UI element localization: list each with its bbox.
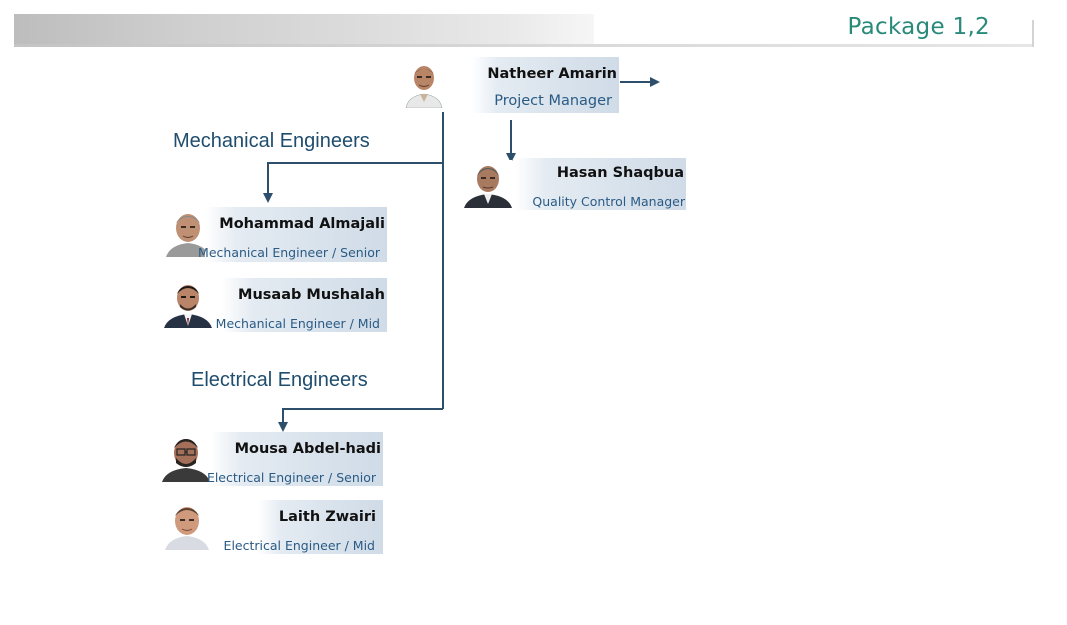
elec-branch-arrow — [278, 408, 443, 432]
avatar-quality-control — [464, 160, 512, 212]
person-name: Mohammad Almajali — [219, 216, 385, 232]
person-role: Mechanical Engineer / Senior — [198, 245, 380, 260]
person-role: Electrical Engineer / Senior — [206, 470, 376, 485]
person-photo-icon — [400, 60, 448, 109]
card-project-manager: Natheer Amarin Project Manager — [472, 57, 619, 113]
person-name: Mousa Abdel-hadi — [234, 441, 381, 457]
person-name: Laith Zwairi — [278, 509, 376, 525]
section-title-mechanical: Mechanical Engineers — [173, 130, 370, 152]
person-photo-icon — [164, 280, 212, 328]
card-elec-senior: Mousa Abdel-hadi Electrical Engineer / S… — [206, 432, 383, 486]
card-quality-control: Hasan Shaqbua Quality Control Manager — [515, 158, 686, 210]
header-bar — [14, 14, 594, 44]
avatar-mech-mid — [164, 280, 212, 332]
person-name: Hasan Shaqbua — [556, 165, 684, 181]
person-role: Mechanical Engineer / Mid — [215, 316, 380, 331]
person-photo-icon — [162, 434, 210, 482]
card-elec-mid: Laith Zwairi Electrical Engineer / Mid — [224, 500, 383, 554]
person-role: Quality Control Manager — [532, 194, 685, 209]
person-photo-icon — [164, 209, 212, 257]
person-photo-icon — [163, 502, 211, 550]
person-photo-icon — [464, 160, 512, 208]
header-divider-end — [1032, 20, 1034, 47]
avatar-elec-mid — [163, 502, 211, 554]
card-mech-mid: Musaab Mushalah Mechanical Engineer / Mi… — [216, 278, 387, 332]
person-name: Musaab Mushalah — [238, 287, 385, 303]
card-mech-senior: Mohammad Almajali Mechanical Engineer / … — [198, 207, 387, 262]
section-title-electrical: Electrical Engineers — [191, 369, 368, 391]
avatar-elec-senior — [162, 434, 210, 486]
avatar-project-manager — [400, 60, 448, 112]
person-role: Project Manager — [494, 93, 612, 109]
avatar-mech-senior — [164, 209, 212, 261]
person-role: Electrical Engineer / Mid — [223, 538, 375, 553]
person-name: Natheer Amarin — [487, 66, 617, 82]
header-divider — [14, 44, 1034, 47]
mech-branch-arrow — [263, 162, 443, 203]
package-title: Package 1,2 — [847, 14, 990, 40]
